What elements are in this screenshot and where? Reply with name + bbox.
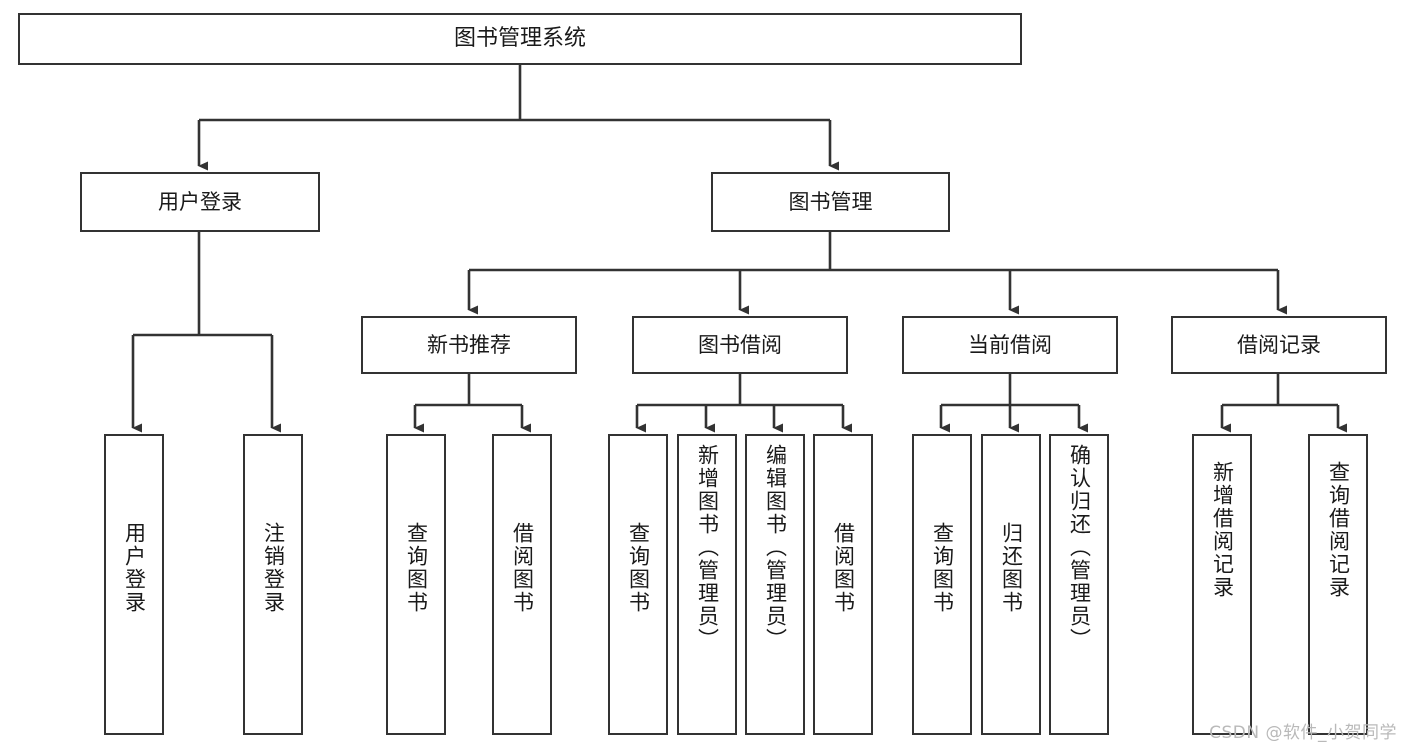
node-new-book-recommend[interactable]: 新书推荐 — [361, 316, 577, 374]
node-label: 归还图书 — [999, 522, 1024, 614]
node-label: 确认归还（管理员） — [1067, 444, 1092, 651]
leaf-borrow-book-1[interactable]: 借阅图书 — [492, 434, 552, 735]
node-root-system[interactable]: 图书管理系统 — [18, 13, 1022, 65]
node-label: 用户登录 — [158, 189, 242, 214]
node-label: 查询借阅记录 — [1326, 461, 1351, 599]
node-borrow-record[interactable]: 借阅记录 — [1171, 316, 1387, 374]
leaf-user-login[interactable]: 用户登录 — [104, 434, 164, 735]
node-label: 查询图书 — [626, 522, 651, 614]
leaf-query-book-1[interactable]: 查询图书 — [386, 434, 446, 735]
node-label: 新增图书（管理员） — [695, 444, 720, 651]
leaf-borrow-book-2[interactable]: 借阅图书 — [813, 434, 873, 735]
leaf-logout[interactable]: 注销登录 — [243, 434, 303, 735]
node-label: 新书推荐 — [427, 332, 511, 357]
leaf-query-record[interactable]: 查询借阅记录 — [1308, 434, 1368, 735]
node-label: 借阅记录 — [1237, 332, 1321, 357]
leaf-query-book-2[interactable]: 查询图书 — [608, 434, 668, 735]
leaf-return-book[interactable]: 归还图书 — [981, 434, 1041, 735]
leaf-query-book-3[interactable]: 查询图书 — [912, 434, 972, 735]
node-user-login[interactable]: 用户登录 — [80, 172, 320, 232]
node-label: 借阅图书 — [510, 522, 535, 614]
node-label: 图书管理 — [788, 189, 873, 214]
node-current-borrow[interactable]: 当前借阅 — [902, 316, 1118, 374]
node-label: 新增借阅记录 — [1210, 461, 1235, 599]
node-label: 注销登录 — [261, 522, 286, 614]
leaf-add-book[interactable]: 新增图书（管理员） — [677, 434, 737, 735]
node-book-manage[interactable]: 图书管理 — [711, 172, 950, 232]
node-label: 查询图书 — [404, 522, 429, 614]
leaf-confirm-return[interactable]: 确认归还（管理员） — [1049, 434, 1109, 735]
node-label: 图书借阅 — [698, 332, 782, 357]
node-book-borrow[interactable]: 图书借阅 — [632, 316, 848, 374]
node-label: 借阅图书 — [831, 522, 856, 614]
node-label: 图书管理系统 — [453, 26, 586, 52]
leaf-add-record[interactable]: 新增借阅记录 — [1192, 434, 1252, 735]
node-label: 用户登录 — [122, 522, 147, 614]
node-label: 编辑图书（管理员） — [763, 444, 788, 651]
node-label: 查询图书 — [930, 522, 955, 614]
node-label: 当前借阅 — [968, 332, 1052, 357]
leaf-edit-book[interactable]: 编辑图书（管理员） — [745, 434, 805, 735]
